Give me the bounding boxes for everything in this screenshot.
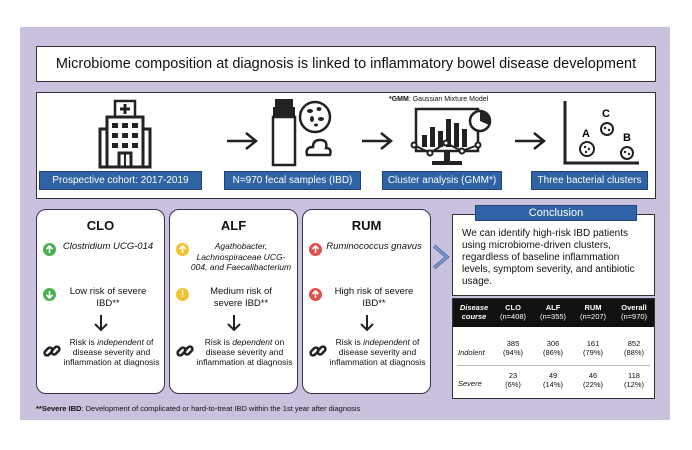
- arrow-right-icon: [362, 132, 394, 150]
- page-title: Microbiome composition at diagnosis is l…: [36, 46, 656, 82]
- card-title: ALF: [220, 218, 247, 233]
- table-cell: 23(6%): [505, 371, 521, 389]
- table-cell: 46(22%): [582, 371, 603, 389]
- down-arrow-icon: [360, 315, 374, 332]
- card-risk: Low risk of severe IBD**: [69, 286, 147, 309]
- card-dependence: Risk is dependent on disease severity an…: [196, 337, 293, 367]
- conclusion-text: We can identify high-risk IBD patients u…: [462, 228, 635, 287]
- arrow-right-icon: [227, 132, 259, 150]
- link-icon: [309, 345, 327, 357]
- cluster-card-clo: CLO Clostridium UCG-014 Low risk of seve…: [36, 209, 165, 394]
- card-title: RUM: [351, 218, 382, 233]
- down-arrow-icon: [227, 315, 241, 332]
- cluster-card-alf: ALF Agathobacter, Lachnospiraceae UCG-00…: [169, 209, 298, 394]
- table-cell: 306(86%): [542, 339, 563, 357]
- card-taxa: Clostridium UCG-014: [62, 241, 154, 252]
- card-dependence: Risk is independent of disease severity …: [329, 337, 426, 367]
- table-cell: 118(12%): [623, 371, 644, 389]
- table-row-label: Indolent: [458, 348, 485, 357]
- table-cell: 852(88%): [623, 339, 644, 357]
- step-label-cluster-analysis: Cluster analysis (GMM*): [382, 171, 502, 190]
- card-risk: High risk of severe IBD**: [334, 286, 414, 309]
- table-cell: 49(14%): [542, 371, 563, 389]
- hospital-icon: [98, 99, 152, 169]
- workflow-panel: *GMM: Gaussian Mixture Model: [36, 92, 656, 199]
- exclamation-icon: !: [176, 288, 189, 301]
- cluster-letter-b: B: [623, 132, 631, 144]
- table-row-label: Severe: [458, 379, 482, 388]
- table-column-header: RUM(n=207): [579, 303, 607, 321]
- table-column-header: CLO(n=408): [499, 303, 527, 321]
- cluster-analysis-icon: [410, 107, 492, 165]
- up-arrow-icon: [176, 243, 189, 256]
- link-icon: [43, 345, 61, 357]
- table-column-header: Overall(n=970): [620, 303, 648, 321]
- card-risk: Medium risk of severe IBD**: [210, 286, 272, 309]
- arrow-right-icon: [515, 132, 547, 150]
- card-title: CLO: [86, 218, 115, 233]
- table-column-header: ALF(n=355): [539, 303, 567, 321]
- card-dependence: Risk is independent of disease severity …: [63, 337, 160, 367]
- table-divider: [457, 365, 650, 366]
- cluster-letter-c: C: [602, 108, 610, 120]
- cluster-letter-a: A: [582, 128, 590, 140]
- table-cell: 161(79%): [582, 339, 603, 357]
- scatter-clusters-icon: A B C: [563, 101, 639, 165]
- card-taxa: Agathobacter, Lachnospiraceae UCG-004, a…: [190, 241, 292, 272]
- up-arrow-icon: [309, 288, 322, 301]
- chevron-right-icon: [432, 244, 450, 270]
- severe-ibd-footnote: **Severe IBD: Development of complicated…: [36, 404, 361, 413]
- gmm-footnote: *GMM: Gaussian Mixture Model: [389, 96, 489, 103]
- card-taxa: Ruminococcus gnavus: [326, 241, 422, 252]
- cluster-card-rum: RUM Ruminococcus gnavus High risk of sev…: [302, 209, 431, 394]
- conclusion-box: We can identify high-risk IBD patients u…: [452, 214, 655, 296]
- step-label-cohort: Prospective cohort: 2017-2019: [39, 171, 202, 190]
- table-cell: 385(94%): [502, 339, 523, 357]
- sample-jar-icon: [271, 99, 332, 167]
- down-arrow-icon: [94, 315, 108, 332]
- up-arrow-icon: [43, 243, 56, 256]
- down-arrow-icon: [43, 288, 56, 301]
- step-label-samples: N=970 fecal samples (IBD): [224, 171, 361, 190]
- link-icon: [176, 345, 194, 357]
- step-label-clusters: Three bacterial clusters: [531, 171, 648, 190]
- up-arrow-icon: [309, 243, 322, 256]
- conclusion-header: Conclusion: [475, 205, 637, 221]
